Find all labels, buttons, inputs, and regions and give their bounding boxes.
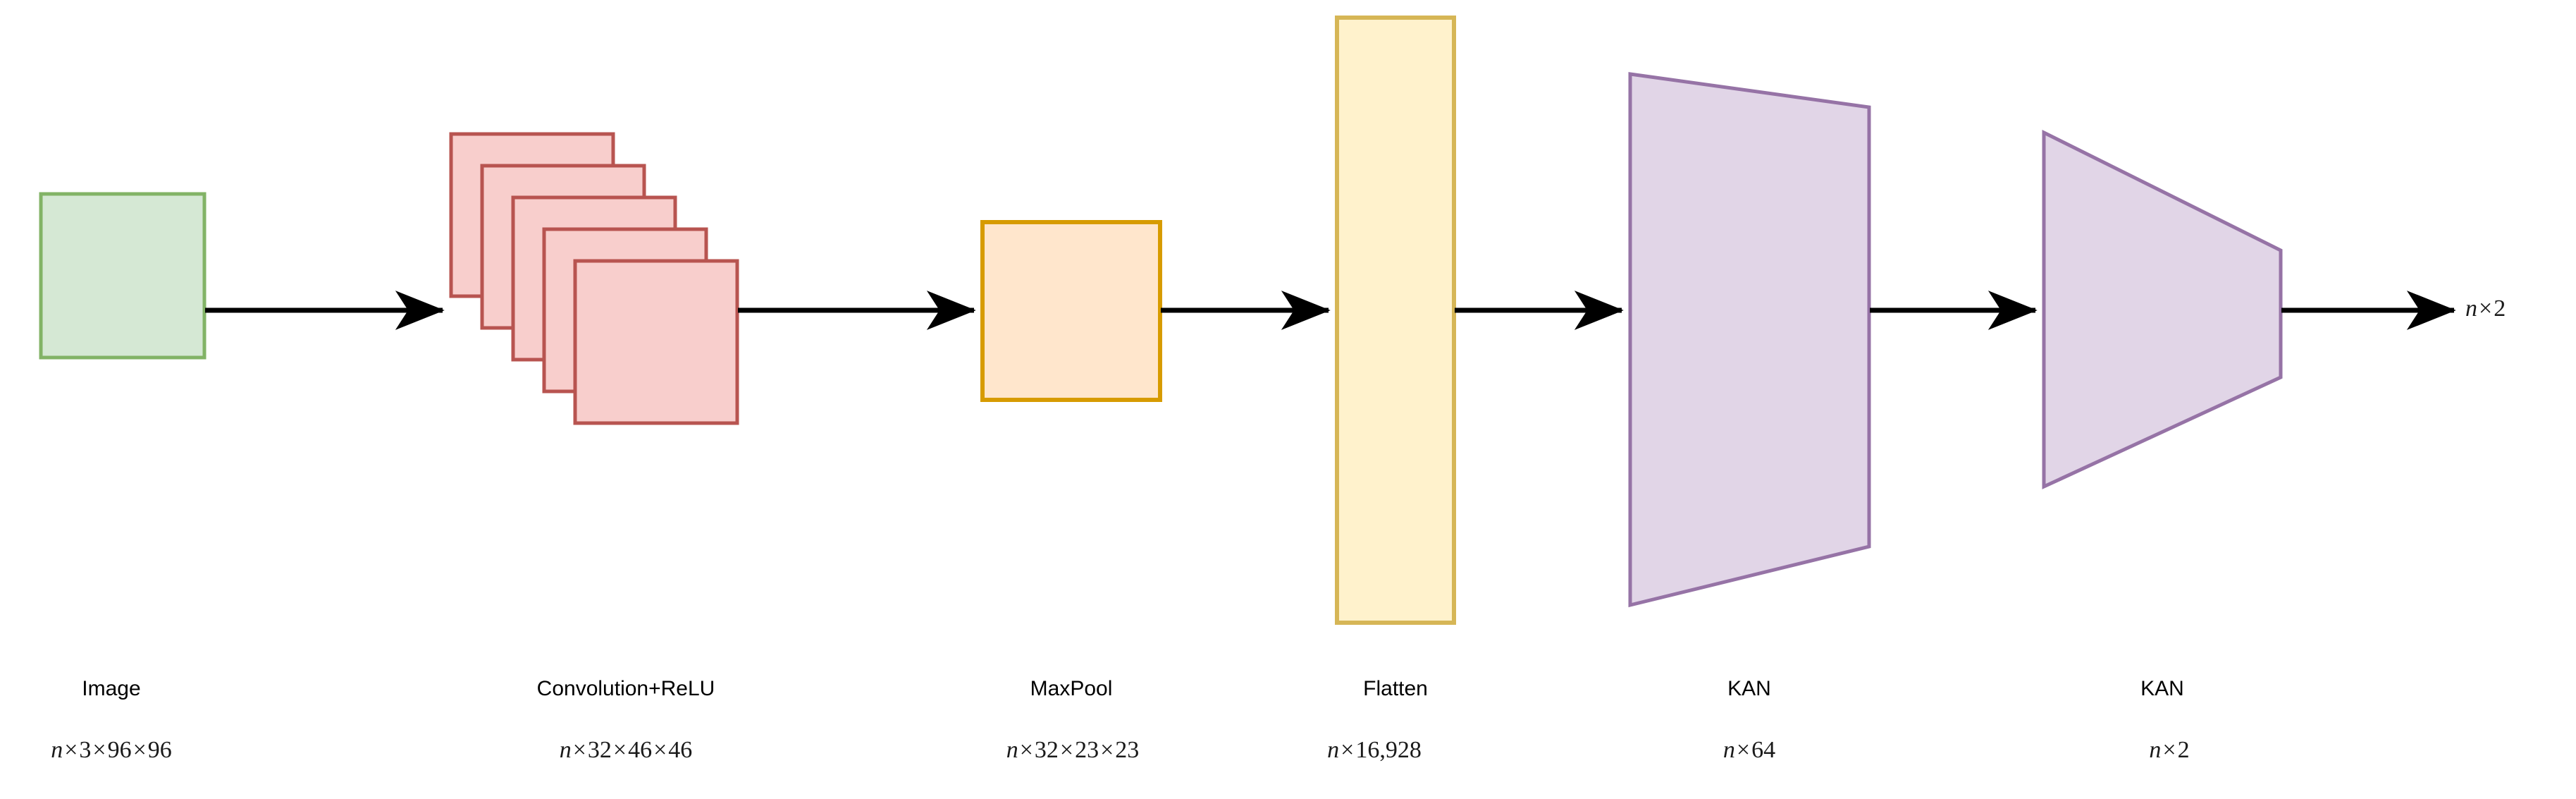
shape-token: × bbox=[133, 737, 147, 763]
shape-token: × bbox=[572, 737, 586, 763]
stage-shape-kan-1: n×64 bbox=[1658, 738, 1841, 762]
shape-token: × bbox=[64, 737, 78, 763]
shape-token: × bbox=[1341, 737, 1355, 763]
shape-token: n bbox=[1006, 737, 1018, 763]
stage-shape-maxpool: n×32×23×23 bbox=[896, 738, 1249, 762]
shape-token: n bbox=[2149, 737, 2162, 763]
convolution-block bbox=[449, 132, 739, 425]
stage-label-flatten: Flatten bbox=[1363, 677, 1428, 700]
shape-token: n bbox=[51, 737, 63, 763]
shape-token: 64 bbox=[1751, 737, 1776, 763]
shape-token: 32 bbox=[587, 737, 612, 763]
shape-token: × bbox=[92, 737, 106, 763]
output-shape-label: n×2 bbox=[2465, 297, 2506, 321]
shape-token: 46 bbox=[668, 737, 693, 763]
shape-token: 3 bbox=[79, 737, 92, 763]
shape-token: n bbox=[1723, 737, 1735, 763]
shape-token: × bbox=[612, 737, 627, 763]
shape-token: 16,928 bbox=[1355, 737, 1422, 763]
shape-token: × bbox=[1019, 737, 1033, 763]
stage-label-maxpool: MaxPool bbox=[1030, 677, 1113, 700]
shape-token: n bbox=[559, 737, 572, 763]
stage-shape-image: n×3×96×96 bbox=[6, 738, 217, 762]
output-token-0: n bbox=[2465, 295, 2477, 322]
shape-token: × bbox=[1736, 737, 1751, 763]
shape-token: 32 bbox=[1034, 737, 1059, 763]
conv-card-1 bbox=[573, 259, 739, 425]
shape-token: 2 bbox=[2177, 737, 2190, 763]
kan-2-block bbox=[2042, 129, 2283, 489]
stage-label-convolution-relu: Convolution+ReLU bbox=[536, 677, 715, 700]
output-token-1: × bbox=[2479, 295, 2493, 322]
shape-token: 23 bbox=[1075, 737, 1099, 763]
shape-token: × bbox=[2162, 737, 2176, 763]
shape-token: 46 bbox=[628, 737, 653, 763]
shape-token: × bbox=[1059, 737, 1074, 763]
shape-token: 96 bbox=[107, 737, 132, 763]
stage-shape-flatten: n×16,928 bbox=[1262, 738, 1487, 762]
image-block bbox=[39, 192, 207, 360]
shape-token: × bbox=[1100, 737, 1114, 763]
shape-token: 23 bbox=[1115, 737, 1140, 763]
shape-token: 96 bbox=[147, 737, 172, 763]
maxpool-block bbox=[980, 220, 1162, 402]
shape-token: × bbox=[653, 737, 667, 763]
kan-1-block bbox=[1628, 72, 1871, 608]
stage-label-kan-1: KAN bbox=[1727, 677, 1771, 700]
stage-label-kan-2: KAN bbox=[2140, 677, 2184, 700]
stage-shape-kan-2: n×2 bbox=[2078, 738, 2261, 762]
output-token-2: 2 bbox=[2494, 295, 2506, 322]
stage-label-image: Image bbox=[82, 677, 141, 700]
shape-token: n bbox=[1327, 737, 1340, 763]
flatten-block bbox=[1335, 16, 1456, 625]
stage-shape-convolution-relu: n×32×46×46 bbox=[450, 738, 802, 762]
